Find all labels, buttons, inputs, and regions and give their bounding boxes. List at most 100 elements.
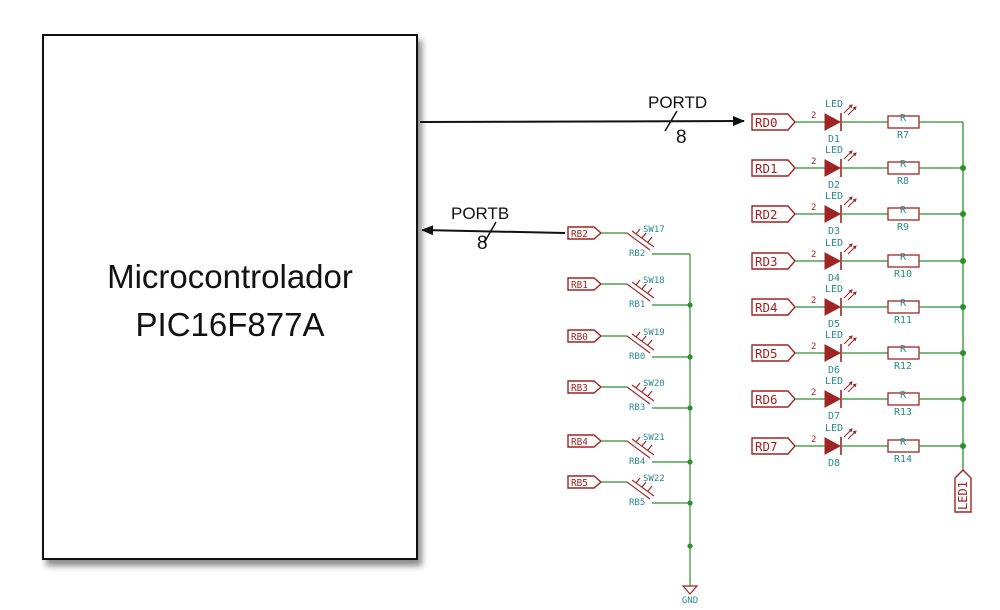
port-label-text: RD0 [755, 115, 778, 130]
resistor-designator: R8 [897, 176, 909, 187]
switch-designator: SW22 [643, 474, 665, 484]
resistor-designator: R14 [894, 454, 912, 465]
resistor-value-label: R [900, 205, 907, 216]
port-label: RD4 [751, 298, 796, 316]
port-label: RD1 [751, 159, 796, 177]
resistor-value-label: R [900, 113, 907, 124]
resistor-value-label: R [900, 437, 907, 448]
resistor-value-label: R [900, 159, 907, 170]
led-value-label: LED [825, 145, 843, 156]
led-value-label: LED [825, 423, 843, 434]
led-designator: D4 [828, 273, 840, 284]
led-designator: D6 [828, 365, 840, 376]
port-label-text: RB0 [571, 332, 588, 343]
port-label-text: RD3 [755, 254, 778, 269]
port-label: RD6 [751, 390, 796, 408]
pin-number: 2 [811, 388, 816, 398]
microcontroller-block: Microcontrolador PIC16F877A [42, 34, 418, 560]
portb-bus-width: 8 [477, 233, 488, 254]
port-label-text: RD1 [755, 161, 778, 176]
microcontroller-part-number: PIC16F877A [135, 306, 325, 343]
led-designator: D8 [828, 458, 840, 469]
microcontroller-name: Microcontrolador [107, 258, 353, 295]
resistor-designator: R13 [894, 407, 912, 418]
pushbutton-switch [626, 228, 655, 251]
port-label: RB1 [567, 277, 603, 291]
led-diode [824, 428, 857, 455]
led-diode [824, 150, 857, 177]
led-value-label: LED [825, 284, 843, 295]
led-designator: D5 [828, 319, 840, 330]
portb-bus-label: PORTB [451, 204, 509, 223]
port-label: RD5 [751, 344, 796, 362]
pushbutton-switch [626, 331, 655, 354]
led-row: RD6 2 LED D7 R R13 [751, 376, 966, 422]
led-value-label: LED [825, 238, 843, 249]
resistor-designator: R9 [897, 222, 909, 233]
led-designator: D2 [828, 180, 840, 191]
resistor-designator: R11 [894, 315, 912, 326]
led-diode [824, 335, 857, 362]
pin-number: 2 [811, 296, 816, 306]
port-label: RB2 [567, 226, 603, 240]
led-value-label: LED [825, 99, 843, 110]
ground-symbol: GND [681, 585, 699, 606]
switch-pin-label: RB3 [629, 403, 645, 413]
pin-number: 2 [811, 203, 816, 213]
port-label-text: RB1 [571, 280, 588, 291]
port-label: RB4 [567, 434, 603, 448]
resistor-value-label: R [900, 344, 907, 355]
led-value-label: LED [825, 376, 843, 387]
resistor-designator: R7 [897, 130, 909, 141]
port-label: RB0 [567, 329, 603, 343]
led-designator: D7 [828, 411, 840, 422]
switch-pin-label: RB2 [629, 249, 645, 259]
switch-designator: SW20 [643, 379, 665, 389]
pin-number: 2 [811, 250, 816, 260]
portd-bus-label: PORTD [648, 93, 707, 112]
port-label: RB5 [567, 475, 603, 489]
resistor-value-label: R [900, 298, 907, 309]
led-diode [824, 196, 857, 223]
port-label: RD7 [751, 437, 796, 455]
led-diode [824, 289, 857, 316]
junction-dot [687, 543, 693, 549]
port-label-text: RB2 [571, 229, 588, 240]
port-label-text: RB4 [571, 437, 588, 448]
port-label-text: RD2 [755, 207, 778, 222]
port-label: RB3 [567, 380, 603, 394]
port-label-text: RB3 [571, 383, 588, 394]
port-label: RD0 [751, 113, 796, 131]
port-label-text: RD5 [755, 346, 778, 361]
led-designator: D1 [828, 134, 840, 145]
led-diode [824, 381, 857, 408]
resistor-designator: R12 [894, 361, 912, 372]
pushbutton-switch [626, 436, 655, 459]
ground-label: GND [682, 596, 698, 606]
pin-number: 2 [811, 157, 816, 167]
pushbutton-switch [626, 477, 655, 500]
port-label-text: RD7 [755, 439, 778, 454]
switch-designator: SW18 [643, 276, 665, 286]
led-value-label: LED [825, 330, 843, 341]
switch-pin-label: RB5 [629, 498, 645, 508]
portd-bus: PORTD 8 [419, 93, 745, 148]
switch-pin-label: RB0 [629, 352, 645, 362]
resistor-value-label: R [900, 390, 907, 401]
led-diode [824, 243, 857, 270]
led-output-connector: LED1 [954, 469, 972, 513]
switch-designator: SW21 [643, 433, 665, 443]
switch-designator: SW17 [643, 225, 665, 235]
led-designator: D3 [828, 226, 840, 237]
